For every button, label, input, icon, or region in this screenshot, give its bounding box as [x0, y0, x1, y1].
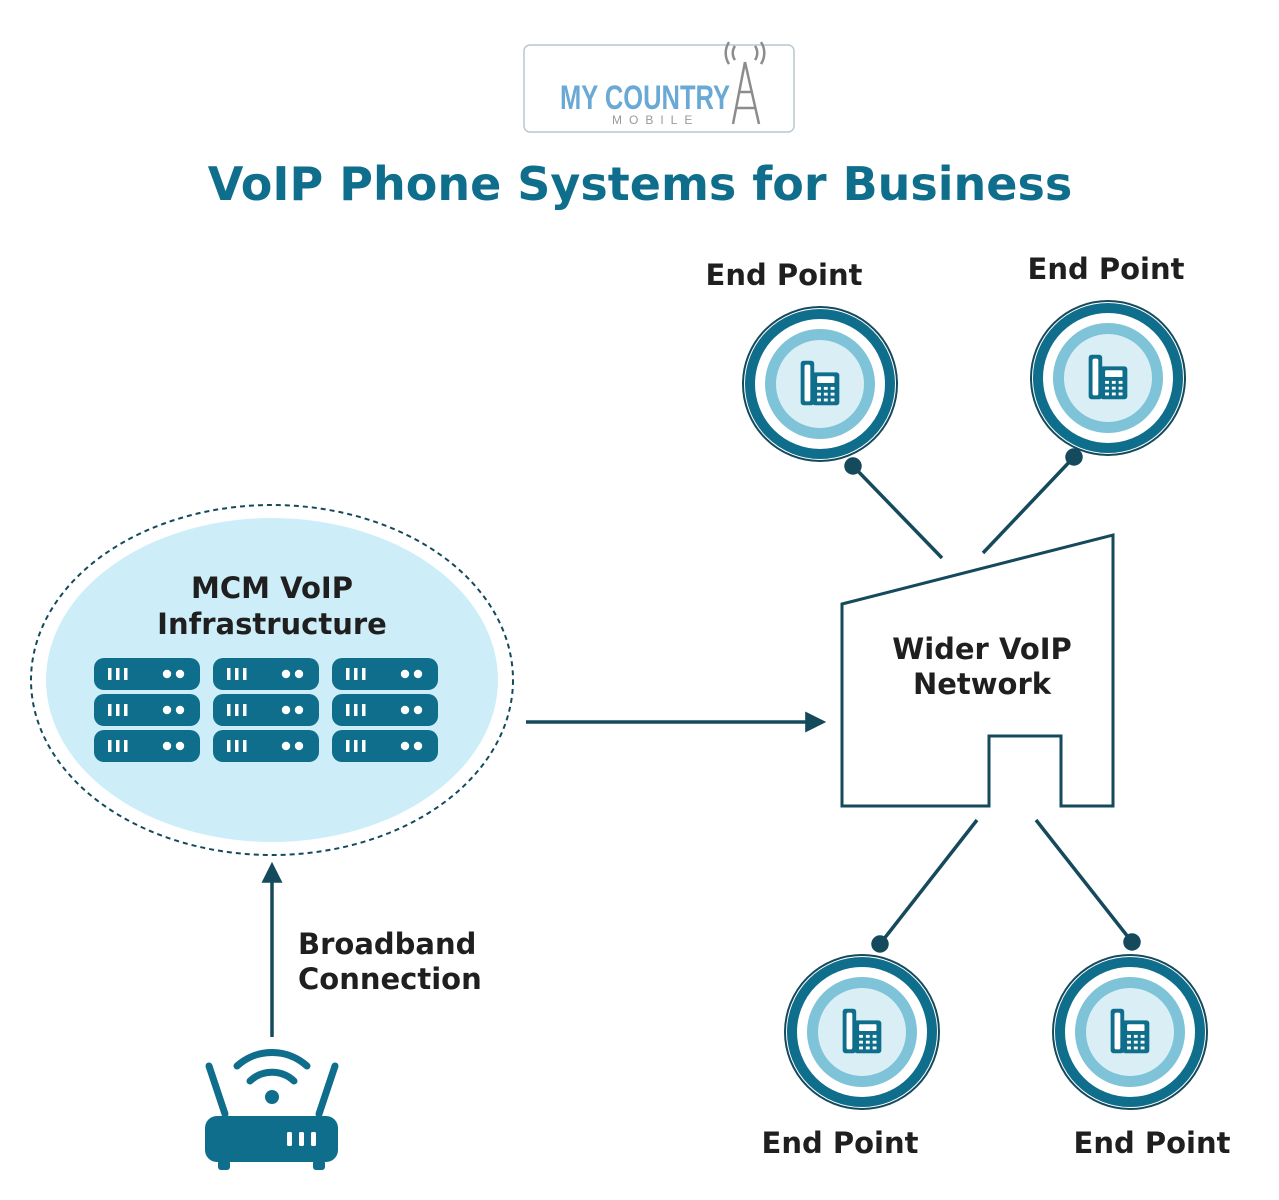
logo-text: MY COUNTRY	[560, 79, 730, 117]
endpoint-4: End Point	[1052, 954, 1231, 1160]
endpoint-label: End Point	[1028, 252, 1185, 286]
network-label-line1: Wider VoIP	[892, 632, 1072, 666]
network-node: Wider VoIP Network	[840, 533, 1115, 808]
connector-endpoint-1	[851, 464, 944, 560]
page-title: VoIP Phone Systems for Business	[208, 157, 1073, 211]
infrastructure-label-line2: Infrastructure	[157, 607, 387, 641]
network-shape	[840, 533, 1115, 808]
broadband-label-line1: Broadband	[298, 927, 476, 961]
network-label-line2: Network	[913, 667, 1052, 701]
endpoint-label: End Point	[706, 258, 863, 292]
connector-dot-3	[871, 935, 889, 953]
infrastructure-outline	[30, 504, 514, 856]
endpoint-1: End Point	[706, 258, 898, 462]
connector-endpoint-2	[981, 455, 1076, 555]
connector-endpoint-3	[878, 818, 979, 946]
connector-dot-2	[1065, 448, 1083, 466]
broadband-label-line2: Connection	[298, 962, 482, 996]
wifi-router-icon	[205, 1049, 339, 1170]
cell-tower-icon	[724, 41, 766, 125]
endpoint-label: End Point	[1074, 1126, 1231, 1160]
server-rack-icon	[94, 658, 438, 762]
connector-dot-1	[844, 457, 862, 475]
connectors	[844, 448, 1141, 953]
logo: MY COUNTRY MOBILE	[523, 41, 795, 133]
connector-endpoint-4	[1034, 818, 1134, 944]
endpoint-label: End Point	[762, 1126, 919, 1160]
connector-dot-4	[1123, 933, 1141, 951]
logo-subtext: MOBILE	[612, 113, 699, 127]
infrastructure-node: MCM VoIP Infrastructure	[30, 504, 514, 856]
endpoint-3: End Point	[762, 954, 940, 1160]
infrastructure-label-line1: MCM VoIP	[191, 571, 353, 605]
endpoint-2: End Point	[1028, 252, 1186, 456]
logo-frame	[523, 44, 795, 133]
